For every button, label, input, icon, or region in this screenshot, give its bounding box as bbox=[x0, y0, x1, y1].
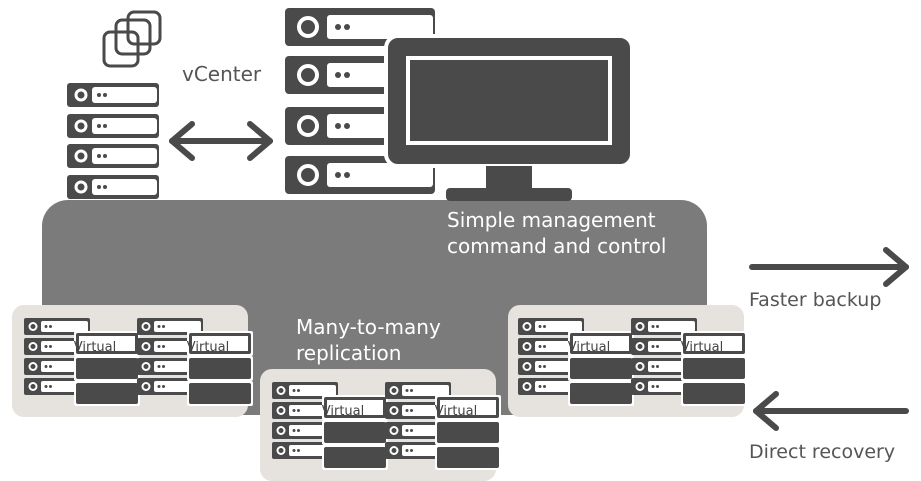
management-label-line2: command and control bbox=[447, 234, 667, 258]
virtual-label: Virtual bbox=[568, 340, 610, 355]
faster-backup-label: Faster backup bbox=[749, 289, 882, 311]
vcenter-server-stack bbox=[65, 83, 161, 201]
cluster-center bbox=[260, 369, 501, 481]
faster-backup-arrow-icon bbox=[749, 247, 909, 287]
direct-recovery-arrow-icon bbox=[753, 391, 909, 431]
cluster-left bbox=[12, 305, 253, 417]
virtual-label: Virtual bbox=[74, 340, 116, 355]
replication-label-line1: Many-to-many bbox=[296, 315, 441, 339]
management-label-line1: Simple management bbox=[447, 208, 656, 232]
double-arrow-icon bbox=[169, 121, 273, 161]
direct-recovery-label: Direct recovery bbox=[749, 441, 896, 463]
virtual-label: Virtual bbox=[435, 404, 477, 419]
virtual-label: Virtual bbox=[322, 404, 364, 419]
replication-label-line2: replication bbox=[296, 341, 402, 365]
cluster-right bbox=[508, 305, 747, 417]
virtual-label: Virtual bbox=[187, 340, 229, 355]
vcenter-label: vCenter bbox=[182, 62, 262, 86]
monitor-icon bbox=[384, 34, 634, 201]
virtual-label: Virtual bbox=[681, 340, 723, 355]
vcenter-logo-icon bbox=[102, 10, 162, 68]
